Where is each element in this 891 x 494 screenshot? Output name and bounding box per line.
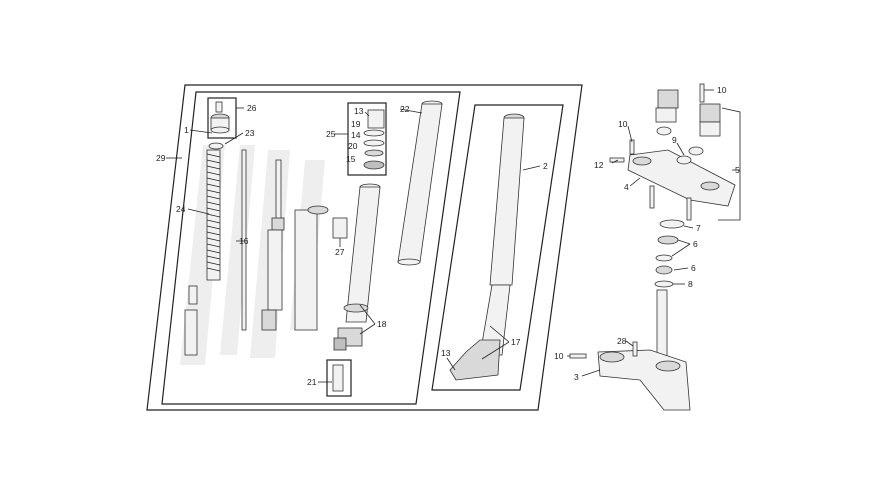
valve-21 [332,364,344,392]
callout-1: 1 [184,125,189,135]
callout-23: 23 [245,128,255,138]
callout-13-leg: 13 [441,348,451,358]
seal-19 [363,129,385,137]
damper-cartridge [261,159,285,331]
fork-assembly-outer-frame [146,84,583,411]
callout-29: 29 [156,153,166,163]
callout-25: 25 [326,129,336,139]
callout-7: 7 [696,223,701,233]
seal-kit-frame [347,102,387,176]
callout-21: 21 [307,377,317,387]
callout-6-upper: 6 [693,239,698,249]
valve-inset-frame [326,359,352,397]
upper-tube-22 [397,100,443,266]
bearing-6-upper [657,235,679,245]
callout-28: 28 [617,336,627,346]
preload-rod-16 [241,149,247,331]
fork-cap-bolt [215,101,223,113]
bearing-6-mid [655,254,673,262]
spring-spacer [188,285,198,305]
fork-slider-18 [333,183,381,351]
damper-rod-lower [184,309,198,356]
callout-10-left: 10 [618,119,628,129]
seal-15 [363,160,385,170]
sleeve-top-nut [307,205,329,215]
callout-6-lower: 6 [691,263,696,273]
callout-3: 3 [574,372,579,382]
callout-26: 26 [247,103,257,113]
leader-lines [166,89,741,383]
callout-24: 24 [176,204,186,214]
callout-19: 19 [351,119,361,129]
upper-triple-clamp [609,83,736,221]
cap-inset-frame [207,97,237,139]
washer-7 [659,219,685,229]
callout-17: 17 [511,337,521,347]
seal-20 [364,149,384,157]
callout-16: 16 [239,236,249,246]
seal-14 [363,139,385,147]
bearing-6-lower [655,265,673,275]
fork-leg-assembly [449,113,525,381]
callout-18: 18 [377,319,387,329]
callout-9: 9 [672,135,677,145]
callout-13-seal: 13 [354,106,364,116]
callout-10-bottom: 10 [554,351,564,361]
callout-5: 5 [735,165,740,175]
callout-22: 22 [400,104,410,114]
callout-27: 27 [335,247,345,257]
callout-12: 12 [594,160,604,170]
callout-15: 15 [346,154,356,164]
o-ring-23 [208,142,224,150]
fork-spring [206,149,221,281]
fork-cap-base [210,126,230,134]
bushing-27 [332,217,348,239]
callout-8: 8 [688,279,693,289]
band-2 [220,145,255,355]
fork-leg-frame [431,104,564,391]
callout-4: 4 [624,182,629,192]
callout-10-top: 10 [717,85,727,95]
lower-triple-clamp [569,289,691,411]
callout-14: 14 [351,130,361,140]
callout-20: 20 [348,141,358,151]
seal-13 [367,109,385,129]
inner-sleeve [294,209,318,331]
callout-2: 2 [543,161,548,171]
fork-internals-frame [161,91,461,405]
seal-8 [654,280,674,288]
callout-labels: 1 2 3 4 5 6 6 7 8 9 10 10 10 12 13 13 14… [156,85,740,387]
